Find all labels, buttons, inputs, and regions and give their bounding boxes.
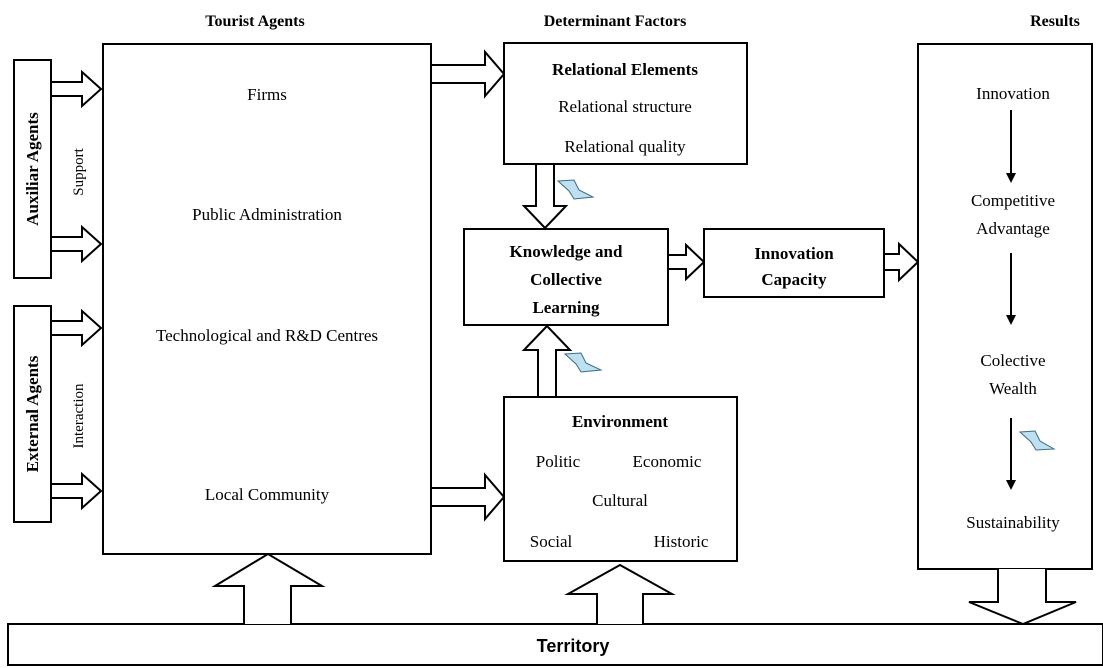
external-agents-label: External Agents [23,355,42,472]
tourist-agents-box: Firms Public Administration Technologica… [102,43,432,555]
territory-label: Territory [537,636,610,656]
innovation-capacity-line-1: Innovation [754,244,834,263]
lightning-icon [1018,430,1056,451]
environment-cultural: Cultural [592,491,648,510]
arrow-territory-to-environment [564,563,676,624]
result-wealth-line-1: Colective [980,351,1045,370]
environment-historic: Historic [654,532,709,551]
knowledge-line-3: Learning [532,298,600,317]
arrow-to-relational-elements [430,49,506,99]
environment-economic: Economic [633,452,702,471]
arrow-knowledge-to-innovation-capacity [667,242,706,282]
tourist-agent-public-administration: Public Administration [192,205,342,224]
external-agents-box: External Agents [13,305,52,523]
interaction-label: Interaction [71,383,87,448]
interaction-arrow-top [50,308,103,348]
relational-structure: Relational structure [558,97,692,116]
auxiliar-agents-label: Auxiliar Agents [23,112,42,226]
relational-elements-title: Relational Elements [552,60,698,79]
arrow-results-to-territory [968,569,1077,626]
result-wealth-line-2: Wealth [989,379,1037,398]
lightning-icon [556,179,595,200]
tourist-agents-header: Tourist Agents [205,13,304,30]
arrow-environment-to-knowledge [521,324,573,398]
interaction-arrow-bottom [50,471,103,511]
knowledge-box: Knowledge and Collective Learning [463,228,669,326]
territory-bar: Territory [7,623,1103,666]
relational-quality: Relational quality [564,137,686,156]
arrow-to-environment [430,472,506,522]
innovation-capacity-line-2: Capacity [761,270,827,289]
innovation-capacity-box: Innovation Capacity [703,228,885,298]
support-arrow-top [50,69,103,109]
tourist-agent-rd-centres: Technological and R&D Centres [156,326,378,345]
arrow-relational-to-knowledge [521,163,569,230]
arrow-territory-to-tourist-agents [211,552,326,624]
support-label: Support [71,147,87,195]
environment-social: Social [530,532,573,551]
result-innovation: Innovation [976,84,1050,103]
environment-box: Environment Politic Economic Cultural So… [503,396,738,562]
tourist-agent-firms: Firms [247,85,287,104]
lightning-icon [563,352,603,373]
result-competitive-line-2: Advantage [976,219,1050,238]
auxiliar-agents-box: Auxiliar Agents [13,59,52,279]
arrow-innovation-capacity-to-results [883,241,920,283]
tourist-agent-local-community: Local Community [205,485,330,504]
knowledge-line-1: Knowledge and [510,242,623,261]
relational-elements-box: Relational Elements Relational structure… [503,42,748,165]
environment-title: Environment [572,412,668,431]
support-arrow-bottom [50,224,103,264]
results-box: Innovation Competitive Advantage Colecti… [917,43,1093,570]
result-competitive-line-1: Competitive [971,191,1055,210]
results-header: Results [1030,13,1080,30]
knowledge-line-2: Collective [530,270,602,289]
environment-politic: Politic [536,452,581,471]
determinant-factors-header: Determinant Factors [544,13,687,30]
result-sustainability: Sustainability [966,513,1060,532]
